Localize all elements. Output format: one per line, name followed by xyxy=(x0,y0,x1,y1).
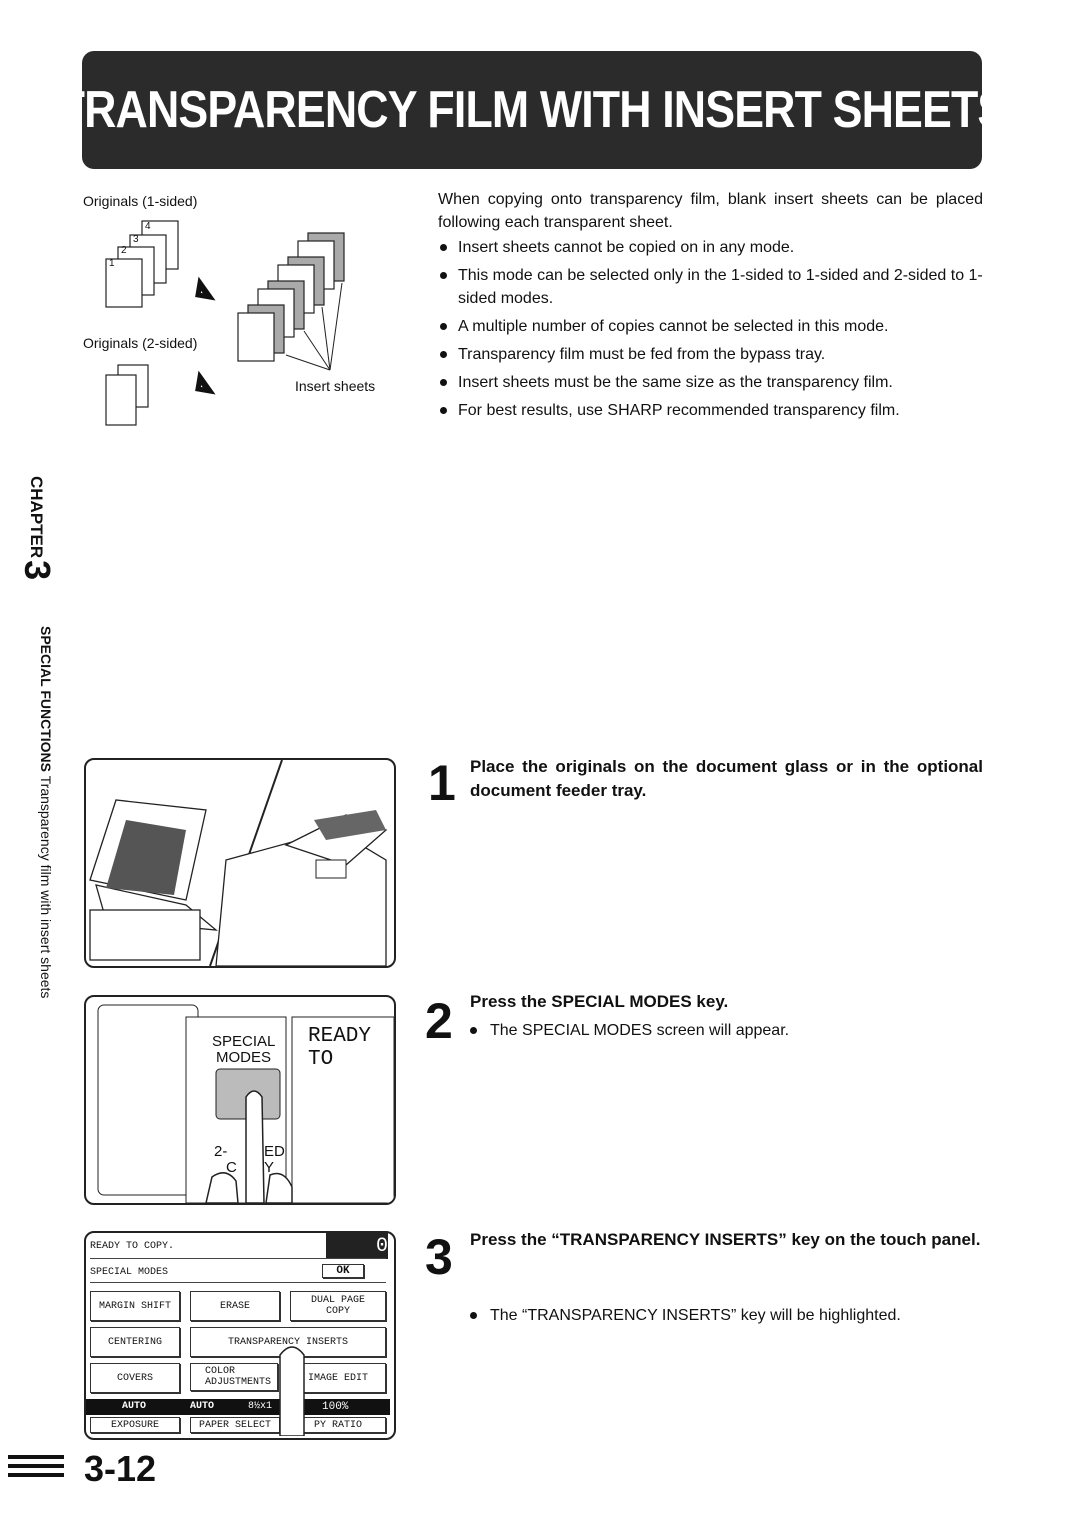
finger-drawing xyxy=(279,1346,305,1436)
count-display xyxy=(326,1233,388,1259)
step-3-number: 3 xyxy=(425,1229,453,1285)
color-adjustments-button[interactable]: COLOR ADJUSTMENTS xyxy=(190,1363,278,1391)
dual-page-copy-button[interactable]: DUAL PAGE COPY xyxy=(290,1291,386,1321)
section-label: SPECIAL FUNCTIONS Transparency film with… xyxy=(38,626,54,998)
originals-2sided-label: Originals (2-sided) xyxy=(83,335,198,351)
originals-1sided-label: Originals (1-sided) xyxy=(83,193,198,209)
diagram-num-3: 3 xyxy=(133,234,139,245)
step-2-number: 2 xyxy=(425,993,453,1049)
note-item: Insert sheets must be the same size as t… xyxy=(438,371,986,394)
ok-button[interactable]: OK xyxy=(322,1264,364,1278)
control-panel-drawing xyxy=(97,1004,394,1203)
diagram-num-1: 1 xyxy=(109,258,115,269)
exposure-value: AUTO xyxy=(122,1401,147,1412)
note-item: This mode can be selected only in the 1-… xyxy=(438,264,986,310)
diagram-num-2: 2 xyxy=(121,245,127,256)
centering-button[interactable]: CENTERING xyxy=(90,1327,180,1357)
diagram-num-4: 4 xyxy=(145,221,151,232)
copy-count: 0 xyxy=(376,1235,389,1258)
step-3-note: The “TRANSPARENCY INSERTS” key will be h… xyxy=(466,1304,1007,1327)
note-item: Insert sheets cannot be copied on in any… xyxy=(438,236,986,259)
dual-page-label: DUAL PAGE xyxy=(310,1295,365,1306)
step-2-title: Press the SPECIAL MODES key. xyxy=(470,992,729,1011)
exposure-button[interactable]: EXPOSURE xyxy=(90,1417,180,1433)
image-edit-button[interactable]: IMAGE EDIT xyxy=(290,1363,386,1393)
status-message: READY TO COPY. xyxy=(90,1241,175,1252)
step-3-title: Press the “TRANSPARENCY INSERTS” key on … xyxy=(470,1230,981,1249)
chapter-label: CHAPTER3 xyxy=(16,476,58,580)
control-panel-illustration: SPECIAL MODES READY TO 2- ED C Y xyxy=(84,995,396,1205)
note-item: A multiple number of copies cannot be se… xyxy=(438,315,986,338)
step-1-number: 1 xyxy=(428,755,456,811)
chapter-sidebar: CHAPTER3 SPECIAL FUNCTIONS Transparency … xyxy=(17,476,64,1056)
adjustments-label: ADJUSTMENTS xyxy=(205,1377,272,1388)
note-item: For best results, use SHARP recommended … xyxy=(438,399,986,422)
notes-list: Insert sheets cannot be copied on in any… xyxy=(438,236,986,427)
intro-text: When copying onto transparency film, bla… xyxy=(438,191,983,231)
copier-illustration xyxy=(84,758,396,968)
status-bar xyxy=(86,1399,390,1415)
special-modes-header: SPECIAL MODES xyxy=(90,1267,169,1278)
dual-page-copy-label: COPY xyxy=(325,1306,350,1317)
step-2-note: The SPECIAL MODES screen will appear. xyxy=(466,1019,1007,1042)
note-item: Transparency film must be fed from the b… xyxy=(438,343,986,366)
page-number: 3-12 xyxy=(84,1448,157,1489)
paper-select-button[interactable]: PAPER SELECT xyxy=(190,1417,280,1433)
page-number-bars xyxy=(8,1455,64,1482)
special-modes-key[interactable] xyxy=(217,1070,277,1116)
touch-panel-illustration: READY TO COPY. 0 SPECIAL MODES OK MARGIN… xyxy=(84,1231,396,1440)
erase-button[interactable]: ERASE xyxy=(190,1291,280,1321)
step-1-title: Place the originals on the document glas… xyxy=(470,757,983,800)
chapter-word: CHAPTER xyxy=(27,476,46,559)
special-label: SPECIAL xyxy=(212,1033,276,1050)
paper-size-value: 8½x1 xyxy=(248,1401,273,1412)
modes-label: MODES xyxy=(216,1049,272,1066)
originals-diagram xyxy=(105,220,345,426)
chapter-number: 3 xyxy=(17,560,58,581)
color-label: COLOR xyxy=(205,1366,236,1377)
insert-sheets-label: Insert sheets xyxy=(295,378,376,394)
copy-end: Y xyxy=(264,1159,275,1176)
ratio-value: 100% xyxy=(322,1401,349,1413)
margin-shift-button[interactable]: MARGIN SHIFT xyxy=(90,1291,180,1321)
display-ready: READY TO xyxy=(308,1025,372,1071)
paper-auto-value: AUTO xyxy=(190,1401,215,1412)
section-rest: Transparency film with insert sheets xyxy=(38,775,54,999)
copy-label: C xyxy=(226,1159,237,1176)
two-sided-label: 2- xyxy=(214,1143,228,1160)
page-title: TRANSPARENCY FILM WITH INSERT SHEETS xyxy=(57,81,1008,139)
copier-drawing xyxy=(89,760,388,966)
covers-button[interactable]: COVERS xyxy=(90,1363,180,1393)
title-banner xyxy=(82,51,982,169)
copy-ratio-button[interactable]: PY RATIO xyxy=(290,1417,386,1433)
section-bold: SPECIAL FUNCTIONS xyxy=(38,626,54,772)
two-sided-end: ED xyxy=(264,1143,285,1160)
